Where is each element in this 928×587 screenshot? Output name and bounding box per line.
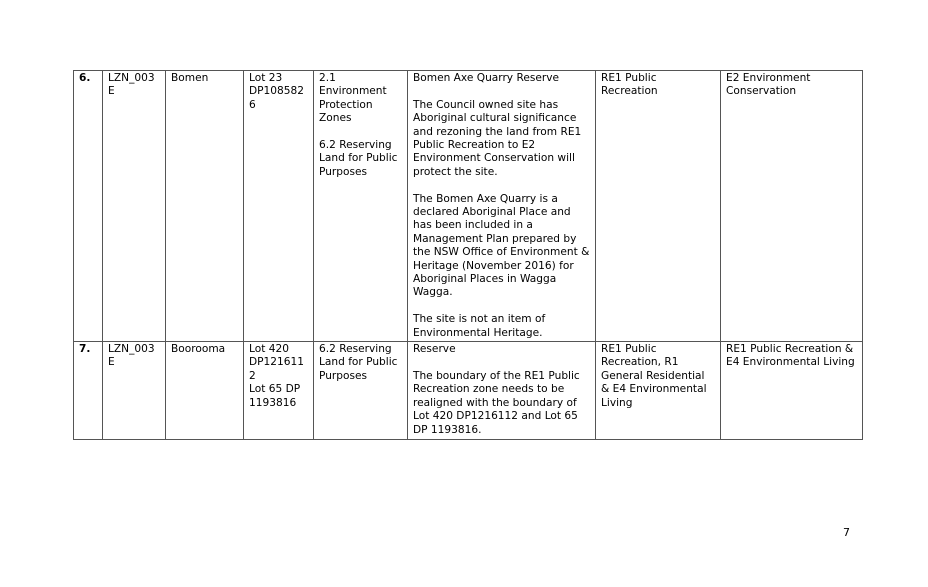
description-title: Reserve: [413, 343, 456, 356]
item-description: Reserve The boundary of the RE1 Public R…: [407, 341, 596, 441]
page-number: 7: [843, 526, 850, 539]
item-directions: 2.1 Environment Protection Zones 6.2 Res…: [313, 69, 408, 343]
table-row: 7. LZN_003E Boorooma Lot 420 DP1216112 L…: [73, 341, 863, 441]
item-current-zone: RE1 Public Recreation: [595, 69, 721, 343]
item-location: Boorooma: [165, 341, 244, 441]
item-location: Bomen: [165, 69, 244, 343]
description-paragraph: The Bomen Axe Quarry is a declared Abori…: [413, 192, 590, 299]
direction-text: 6.2 Reserving Land for Public Purposes: [319, 343, 398, 382]
item-directions: 6.2 Reserving Land for Public Purposes: [313, 341, 408, 441]
amendments-table: 6. LZN_003E Bomen Lot 23 DP1085826 2.1 E…: [73, 69, 863, 441]
item-number: 6.: [73, 69, 103, 343]
item-proposed-zone: RE1 Public Recreation & E4 Environmental…: [720, 341, 863, 441]
item-id: LZN_003E: [102, 341, 166, 441]
table-row: 6. LZN_003E Bomen Lot 23 DP1085826 2.1 E…: [73, 69, 863, 343]
item-description: Bomen Axe Quarry Reserve The Council own…: [407, 69, 596, 343]
item-proposed-zone: E2 Environment Conservation: [720, 69, 863, 343]
item-lot: Lot 23 DP1085826: [243, 69, 314, 343]
description-title: Bomen Axe Quarry Reserve: [413, 72, 560, 84]
description-paragraph: The site is not an item of Environmental…: [413, 313, 546, 339]
item-lot: Lot 420 DP1216112 Lot 65 DP 1193816: [243, 341, 314, 441]
direction-text: 6.2 Reserving Land for Public Purposes: [319, 139, 398, 178]
description-paragraph: The boundary of the RE1 Public Recreatio…: [413, 369, 580, 436]
item-id: LZN_003E: [102, 69, 166, 343]
item-current-zone: RE1 Public Recreation, R1 General Reside…: [595, 341, 721, 441]
description-paragraph: The Council owned site has Aboriginal cu…: [413, 98, 582, 178]
item-number: 7.: [73, 341, 103, 441]
direction-text: 2.1 Environment Protection Zones: [319, 72, 387, 125]
